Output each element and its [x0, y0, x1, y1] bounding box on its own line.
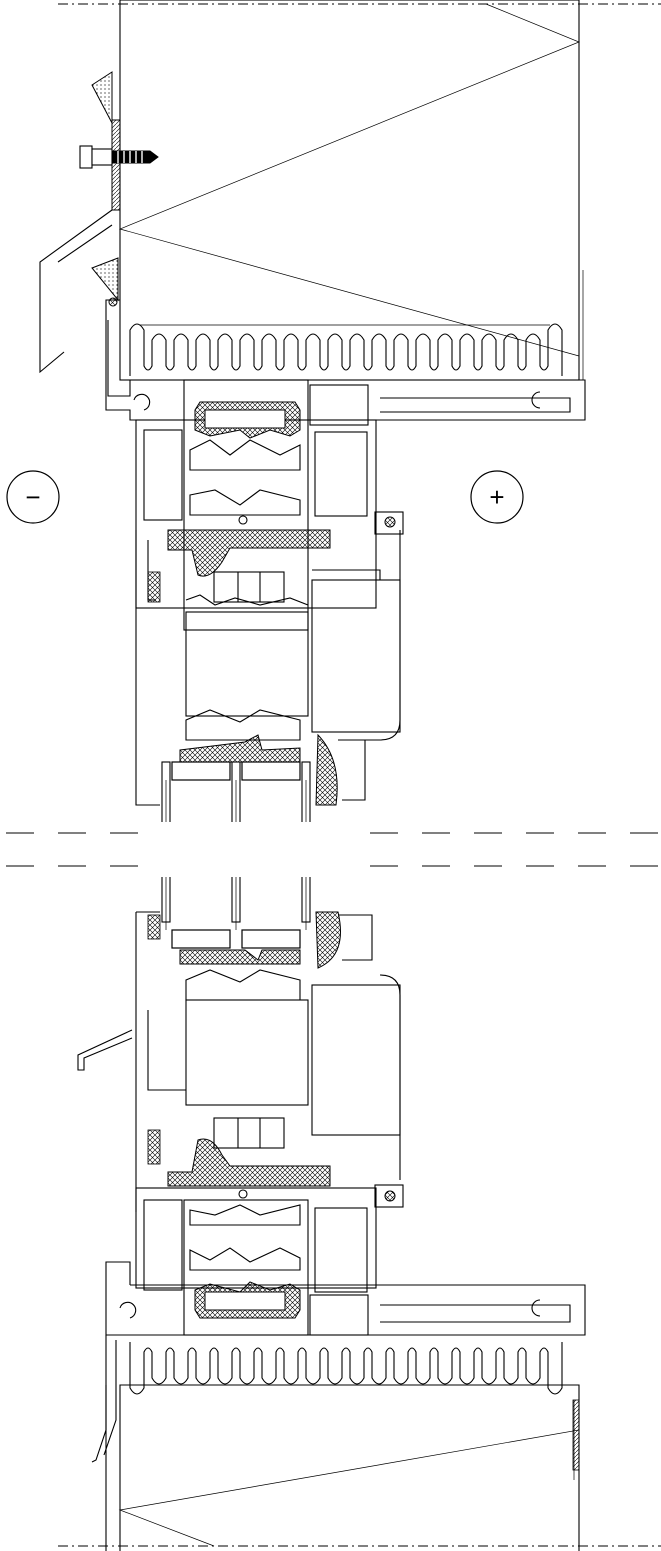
- minus-circle-icon: [6, 470, 60, 524]
- upper-insulation-block: [118, 0, 584, 381]
- cold-side-indicator: −: [6, 470, 60, 524]
- boundary-lines: [58, 3, 661, 1547]
- minus-label: −: [25, 482, 40, 512]
- upper-sash-profile: [135, 530, 401, 806]
- lower-frame-profile: [135, 1138, 404, 1336]
- lower-frame-flange: [91, 1261, 586, 1551]
- lower-insulation-block: [118, 1384, 580, 1551]
- warm-side-indicator: +: [470, 470, 524, 524]
- upper-frame-flange: [105, 299, 586, 421]
- plus-label: +: [489, 482, 504, 512]
- screw-fixing: [39, 71, 159, 374]
- upper-frame-profile: [135, 379, 404, 631]
- plus-circle-icon: [470, 470, 524, 524]
- triple-glazing-unit: [150, 761, 350, 949]
- lower-sash-profile: [77, 911, 401, 1212]
